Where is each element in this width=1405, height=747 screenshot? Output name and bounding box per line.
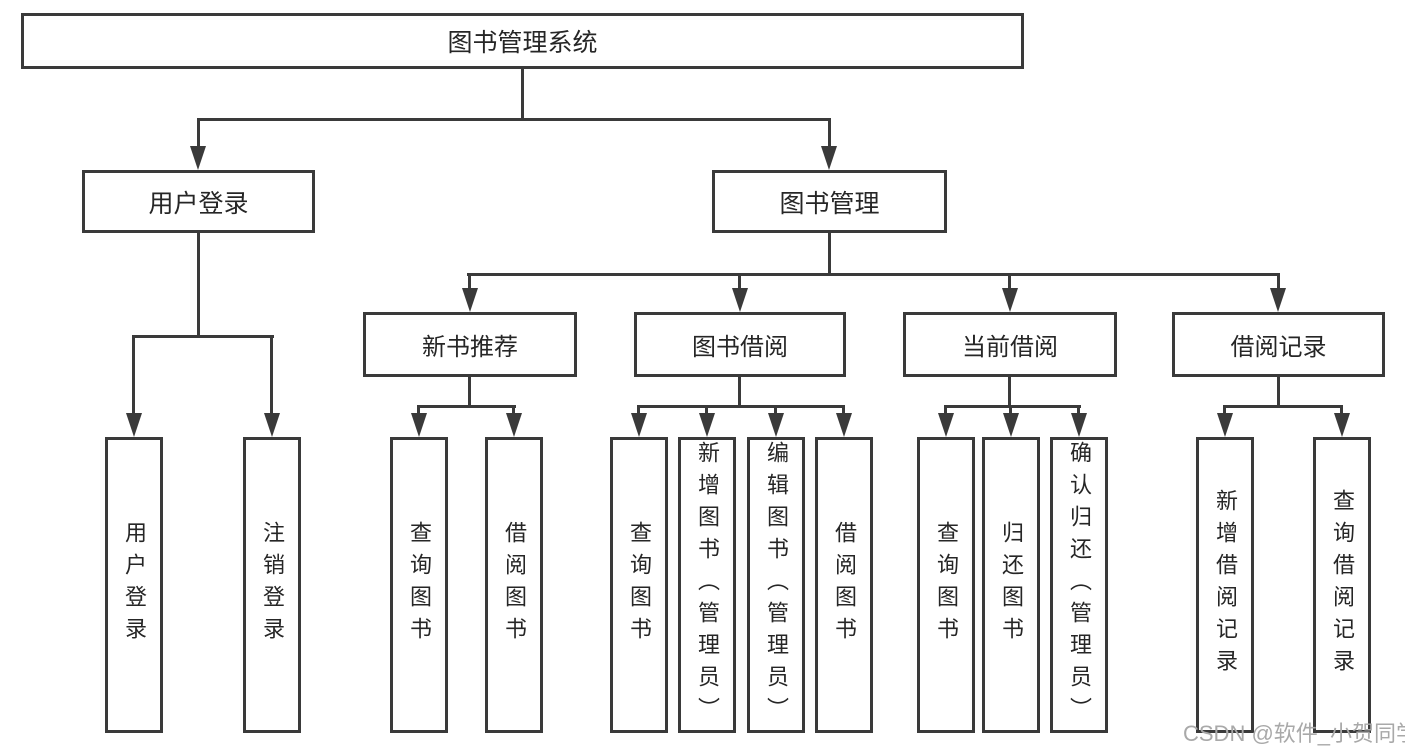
node-book-management: 图书管理 bbox=[712, 170, 947, 233]
connector-drop-bb-add bbox=[705, 405, 708, 417]
connector-drop-cb-return bbox=[1009, 405, 1012, 417]
connector-drop-book-borrow bbox=[738, 273, 741, 291]
connector-drop-bb-borrow bbox=[842, 405, 845, 417]
arrowhead-nbr-borrow bbox=[506, 413, 522, 437]
leaf-nbr-borrow-books: 借阅图书 bbox=[485, 437, 543, 733]
connector-nbr-hline bbox=[418, 405, 516, 408]
connector-drop-bb-query bbox=[637, 405, 640, 417]
arrowhead-cb-confirm bbox=[1071, 413, 1087, 437]
connector-drop-new-book-recommend bbox=[468, 273, 471, 291]
node-book-borrow-label: 图书借阅 bbox=[692, 334, 788, 361]
leaf-bb-borrow-books: 借阅图书 bbox=[815, 437, 873, 733]
connector-bb-stem bbox=[738, 377, 741, 408]
leaf-br-query-record: 查询借阅记录 bbox=[1313, 437, 1371, 733]
leaf-cb-query-books-label: 查询图书 bbox=[934, 521, 959, 649]
connector-root-drop-user-login bbox=[197, 118, 200, 152]
leaf-nbr-query-books-label: 查询图书 bbox=[407, 521, 432, 649]
connector-root-hline bbox=[197, 118, 831, 121]
connector-cb-hline bbox=[944, 405, 1081, 408]
arrowhead-nbr-query bbox=[411, 413, 427, 437]
connector-book-management-hline bbox=[467, 273, 1279, 276]
arrowhead-br-add bbox=[1217, 413, 1233, 437]
leaf-bb-add-books-admin-label: 新增图书（管理员） bbox=[695, 441, 720, 729]
connector-br-hline bbox=[1223, 405, 1342, 408]
node-book-borrow: 图书借阅 bbox=[634, 312, 846, 377]
connector-drop-br-add bbox=[1223, 405, 1226, 417]
connector-drop-bb-edit bbox=[774, 405, 777, 417]
node-root: 图书管理系统 bbox=[21, 13, 1024, 69]
leaf-nbr-query-books: 查询图书 bbox=[390, 437, 448, 733]
arrowhead-borrow-records bbox=[1270, 288, 1286, 312]
arrowhead-bb-query bbox=[631, 413, 647, 437]
leaf-br-add-record: 新增借阅记录 bbox=[1196, 437, 1254, 733]
leaf-cb-confirm-return-admin-label: 确认归还（管理员） bbox=[1067, 441, 1092, 729]
leaf-cb-confirm-return-admin: 确认归还（管理员） bbox=[1050, 437, 1108, 733]
connector-drop-nbr-query bbox=[417, 405, 420, 417]
leaf-bb-query-books-label: 查询图书 bbox=[627, 521, 652, 649]
connector-book-management-stem bbox=[828, 233, 831, 276]
arrowhead-book-borrow bbox=[732, 288, 748, 312]
leaf-br-add-record-label: 新增借阅记录 bbox=[1213, 489, 1238, 681]
node-root-label: 图书管理系统 bbox=[447, 29, 598, 57]
leaf-bb-query-books: 查询图书 bbox=[610, 437, 668, 733]
arrowhead-leaf-logout bbox=[264, 413, 280, 437]
csdn-watermark: CSDN @软件_小贺同学 bbox=[1183, 721, 1405, 746]
node-book-management-label: 图书管理 bbox=[779, 189, 880, 218]
connector-drop-nbr-borrow bbox=[512, 405, 515, 417]
connector-drop-br-query bbox=[1340, 405, 1343, 417]
arrowhead-bb-borrow bbox=[836, 413, 852, 437]
node-new-book-recommend: 新书推荐 bbox=[363, 312, 577, 377]
leaf-br-query-record-label: 查询借阅记录 bbox=[1330, 489, 1355, 681]
leaf-user-login: 用户登录 bbox=[105, 437, 163, 733]
arrowhead-current-borrow bbox=[1002, 288, 1018, 312]
arrowhead-leaf-login bbox=[126, 413, 142, 437]
arrowhead-user-login bbox=[190, 146, 206, 170]
connector-drop-leaf-logout bbox=[270, 335, 273, 417]
node-borrow-records: 借阅记录 bbox=[1172, 312, 1385, 377]
node-current-borrow: 当前借阅 bbox=[903, 312, 1117, 377]
arrowhead-bb-edit bbox=[768, 413, 784, 437]
leaf-user-login-label: 用户登录 bbox=[122, 521, 147, 649]
node-user-login: 用户登录 bbox=[82, 170, 315, 233]
arrowhead-bb-add bbox=[699, 413, 715, 437]
arrowhead-cb-return bbox=[1003, 413, 1019, 437]
arrowhead-br-query bbox=[1334, 413, 1350, 437]
connector-drop-current-borrow bbox=[1008, 273, 1011, 291]
connector-br-stem bbox=[1277, 377, 1280, 408]
leaf-bb-add-books-admin: 新增图书（管理员） bbox=[678, 437, 736, 733]
leaf-logout: 注销登录 bbox=[243, 437, 301, 733]
connector-drop-cb-query bbox=[944, 405, 947, 417]
connector-nbr-stem bbox=[468, 377, 471, 408]
leaf-bb-borrow-books-label: 借阅图书 bbox=[832, 521, 857, 649]
connector-user-login-stem bbox=[197, 233, 200, 338]
leaf-logout-label: 注销登录 bbox=[260, 521, 285, 649]
node-current-borrow-label: 当前借阅 bbox=[962, 334, 1058, 361]
leaf-cb-query-books: 查询图书 bbox=[917, 437, 975, 733]
leaf-bb-edit-books-admin-label: 编辑图书（管理员） bbox=[764, 441, 789, 729]
arrowhead-book-management bbox=[821, 146, 837, 170]
leaf-cb-return-books-label: 归还图书 bbox=[999, 521, 1024, 649]
connector-drop-cb-confirm bbox=[1077, 405, 1080, 417]
leaf-nbr-borrow-books-label: 借阅图书 bbox=[502, 521, 527, 649]
node-borrow-records-label: 借阅记录 bbox=[1230, 334, 1327, 361]
connector-bb-hline bbox=[637, 405, 845, 408]
connector-drop-borrow-records bbox=[1277, 273, 1280, 291]
connector-root-drop-book-management bbox=[828, 118, 831, 152]
connector-user-login-hline bbox=[132, 335, 274, 338]
node-user-login-label: 用户登录 bbox=[148, 189, 249, 218]
arrowhead-cb-query bbox=[938, 413, 954, 437]
connector-cb-stem bbox=[1008, 377, 1011, 408]
leaf-bb-edit-books-admin: 编辑图书（管理员） bbox=[747, 437, 805, 733]
connector-root-stem bbox=[521, 69, 524, 121]
connector-drop-leaf-login bbox=[132, 335, 135, 417]
leaf-cb-return-books: 归还图书 bbox=[982, 437, 1040, 733]
arrowhead-new-book-recommend bbox=[462, 288, 478, 312]
node-new-book-recommend-label: 新书推荐 bbox=[422, 334, 518, 361]
